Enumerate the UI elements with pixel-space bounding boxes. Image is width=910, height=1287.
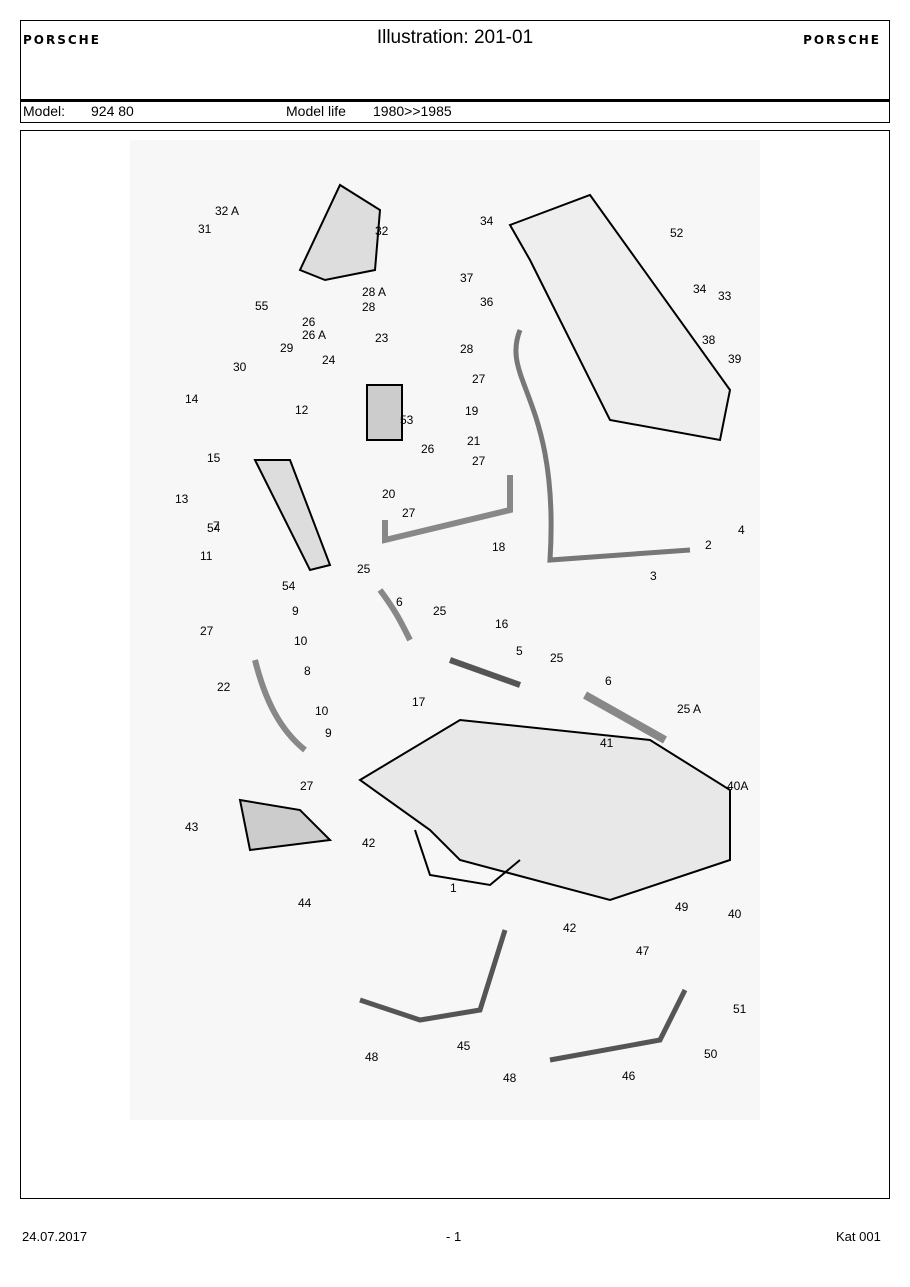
callout-label: 10: [315, 704, 329, 718]
footer-page-number: - 1: [446, 1229, 462, 1244]
callout-label: 39: [728, 352, 742, 366]
callout-label: 27: [300, 779, 314, 793]
callout-label: 45: [457, 1039, 471, 1053]
callout-label: 32 A: [215, 204, 239, 218]
callout-label: 34: [480, 214, 494, 228]
model-life-label: Model life: [286, 103, 346, 119]
callout-label: 28: [362, 300, 376, 314]
callout-label: 54: [207, 521, 221, 535]
callout-label: 27: [472, 372, 486, 386]
model-info-bar: Model: 924 80 Model life 1980>>1985: [20, 101, 890, 123]
callout-label: 46: [622, 1069, 636, 1083]
callout-label: 25: [550, 651, 564, 665]
callout-label: 18: [492, 540, 506, 554]
callout-label: 26 A: [302, 328, 326, 342]
callout-label: 20: [382, 487, 396, 501]
tank-cover: [508, 193, 732, 442]
callout-label: 15: [207, 451, 221, 465]
callout-label: 52: [670, 226, 684, 240]
callout-label: 40: [728, 907, 742, 921]
footer-catalog-code: Kat 001: [836, 1229, 881, 1244]
callout-label: 8: [304, 664, 311, 678]
callout-label: 27: [200, 624, 214, 638]
callout-label: 7: [213, 519, 220, 533]
callout-label: 55: [255, 299, 269, 313]
callout-label: 28: [460, 342, 474, 356]
callout-label: 27: [402, 506, 416, 520]
callout-label: 54: [282, 579, 296, 593]
callout-label: 1: [450, 881, 457, 895]
callout-label: 11: [200, 549, 213, 563]
callout-label: 44: [298, 896, 312, 910]
callout-label: 22: [217, 680, 231, 694]
callout-label: 49: [675, 900, 689, 914]
callout-label: 9: [325, 726, 332, 740]
callout-label: 51: [733, 1002, 747, 1016]
illustration-title: Illustration: 201-01: [376, 27, 534, 48]
model-label: Model:: [23, 103, 66, 119]
callout-label: 14: [185, 392, 199, 406]
illustration-frame: [20, 130, 890, 1199]
model-life-value: 1980>>1985: [373, 103, 452, 119]
callout-label: 38: [702, 333, 716, 347]
callout-label: 34: [693, 282, 707, 296]
callout-label: 12: [295, 403, 309, 417]
callout-label: 27: [472, 454, 486, 468]
callout-label: 16: [495, 617, 509, 631]
callout-label: 25: [433, 604, 447, 618]
callout-label: 43: [185, 820, 199, 834]
callout-label: 26: [302, 315, 316, 329]
callout-label: 41: [600, 736, 614, 750]
callout-label: 42: [563, 921, 577, 935]
porsche-logo-right: PORSCHE: [803, 33, 881, 47]
callout-label: 23: [375, 331, 389, 345]
callout-label: 28 A: [362, 285, 386, 299]
callout-label: 9: [292, 604, 299, 618]
callout-label: 4: [738, 523, 745, 537]
callout-label: 30: [233, 360, 247, 374]
charcoal-canister: [366, 384, 403, 441]
callout-label: 53: [400, 413, 414, 427]
callout-label: 50: [704, 1047, 718, 1061]
callout-label: 29: [280, 341, 294, 355]
callout-label: 36: [480, 295, 494, 309]
callout-label: 17: [412, 695, 426, 709]
callout-label: 33: [718, 289, 732, 303]
callout-label: 37: [460, 271, 474, 285]
callout-label: 25: [357, 562, 371, 576]
callout-label: 6: [396, 595, 403, 609]
callout-label: 21: [467, 434, 481, 448]
porsche-logo-left: PORSCHE: [23, 33, 101, 47]
callout-label: 24: [322, 353, 336, 367]
callout-label: 10: [294, 634, 308, 648]
callout-label: 31: [198, 222, 212, 236]
callout-label: 6: [605, 674, 612, 688]
callout-label: 3: [650, 569, 657, 583]
expansion-tank: [298, 183, 382, 282]
callout-label: 19: [465, 404, 479, 418]
filler-neck: [253, 459, 332, 572]
fuel-tank: [358, 718, 731, 902]
callout-label: 40A: [727, 779, 748, 793]
footer-date: 24.07.2017: [22, 1229, 88, 1244]
callout-label: 47: [636, 944, 650, 958]
callout-label: 26: [421, 442, 435, 456]
callout-label: 25 A: [677, 702, 701, 716]
callout-label: 13: [175, 492, 189, 506]
page-header: PORSCHE Illustration: 201-01 PORSCHE: [20, 20, 890, 102]
callout-label: 42: [362, 836, 376, 850]
callout-label: 2: [705, 538, 712, 552]
callout-label: 48: [365, 1050, 379, 1064]
callout-label: 48: [503, 1071, 517, 1085]
model-value: 924 80: [91, 103, 134, 119]
callout-label: 5: [516, 644, 523, 658]
callout-label: 32: [375, 224, 389, 238]
